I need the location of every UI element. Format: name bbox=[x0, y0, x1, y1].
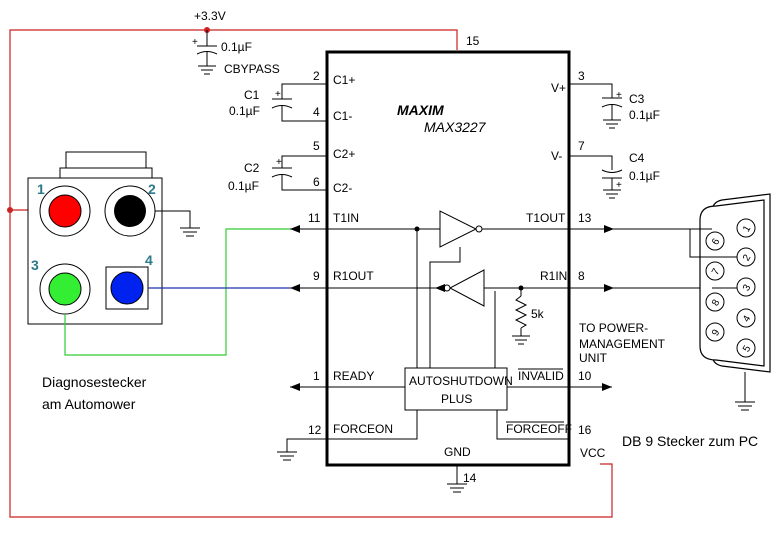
db9-pin-8: 8 bbox=[710, 297, 723, 308]
capacitor-c3: + bbox=[569, 83, 623, 129]
pin-number-14: 14 bbox=[463, 471, 477, 485]
chip-gnd-label: GND bbox=[444, 445, 471, 459]
pin-number-2: 2 bbox=[313, 69, 320, 83]
svg-text:+: + bbox=[616, 180, 622, 191]
pin-c1p-label: C1+ bbox=[333, 73, 355, 87]
c1-name: C1 bbox=[244, 88, 260, 102]
db9-pin-1: 1 bbox=[741, 223, 754, 234]
pin-number-8: 8 bbox=[578, 269, 585, 283]
capacitor-c1: + bbox=[271, 83, 327, 122]
pin-number-7: 7 bbox=[578, 139, 585, 153]
pin-c2m-label: C2- bbox=[333, 181, 352, 195]
bypass-cap-value: 0.1µF bbox=[221, 40, 252, 54]
chip-part-number: MAX3227 bbox=[424, 119, 487, 135]
power-mgmt-line2: MANAGEMENT bbox=[579, 337, 666, 351]
pin-number-6: 6 bbox=[313, 175, 320, 189]
db9-pin-2: 2 bbox=[741, 252, 754, 263]
pin-number-10: 10 bbox=[578, 369, 592, 383]
capacitor-c2: + bbox=[271, 155, 327, 191]
power-mgmt-line1: TO POWER- bbox=[579, 321, 648, 335]
pin-vminus-label: V- bbox=[551, 149, 562, 163]
pin-forceon-label: FORCEON bbox=[333, 422, 393, 436]
c4-name: C4 bbox=[629, 151, 645, 165]
supply-voltage-label: +3.3V bbox=[194, 9, 226, 23]
bypass-capacitor: + bbox=[192, 30, 218, 75]
db9-pin-4: 4 bbox=[741, 313, 754, 324]
pin-number-3: 3 bbox=[578, 69, 585, 83]
autoshutdown-block bbox=[404, 367, 508, 411]
r1-receiver-buffer bbox=[290, 269, 712, 307]
autoshutdown-line1: AUTOSHUTDOWN bbox=[409, 374, 513, 388]
pin-r1in-label: R1IN bbox=[540, 269, 567, 283]
pin-number-13: 13 bbox=[578, 211, 592, 225]
pin-invalid-label: INVALID bbox=[518, 369, 564, 383]
db9-pin-5: 5 bbox=[741, 343, 754, 354]
diag-pin-4-label: 4 bbox=[145, 252, 153, 268]
db9-pin-6: 6 bbox=[710, 236, 723, 247]
svg-text:+: + bbox=[276, 157, 282, 168]
pin-r1out-label: R1OUT bbox=[333, 269, 374, 283]
diag-pin-2-label: 2 bbox=[148, 181, 156, 197]
maxim-logo: MAXIM bbox=[397, 102, 444, 118]
db9-connector bbox=[689, 193, 771, 411]
pin-forceoff-label: FORCEOFF bbox=[506, 422, 572, 436]
diag-ground bbox=[155, 210, 200, 237]
forceoff-line bbox=[496, 410, 569, 440]
diag-pin-1-label: 1 bbox=[37, 181, 45, 197]
resistor-5k bbox=[512, 288, 530, 345]
capacitor-c4: + bbox=[569, 155, 623, 199]
pin-c2p-label: C2+ bbox=[333, 147, 355, 161]
pin-vcc-bottom-label: VCC bbox=[580, 446, 606, 460]
c3-name: C3 bbox=[629, 92, 645, 106]
c1-value: 0.1µF bbox=[229, 104, 260, 118]
pin-number-9: 9 bbox=[313, 269, 320, 283]
pin-ready-label: READY bbox=[333, 369, 374, 383]
resistor-value: 5k bbox=[531, 307, 545, 321]
pin-number-5: 5 bbox=[313, 139, 320, 153]
pin-number-4: 4 bbox=[313, 105, 320, 119]
buffer-enable-line-1 bbox=[429, 247, 461, 368]
c2-name: C2 bbox=[244, 161, 260, 175]
autoshutdown-line2: PLUS bbox=[441, 392, 472, 406]
pin-number-12: 12 bbox=[308, 423, 322, 437]
pin-number-16: 16 bbox=[578, 423, 592, 437]
pin-number-11: 11 bbox=[308, 211, 321, 225]
c4-value: 0.1µF bbox=[629, 169, 660, 183]
green-tx-wire bbox=[64, 228, 290, 356]
red-supply-wire bbox=[7, 27, 613, 518]
t1-driver-buffer bbox=[290, 210, 712, 368]
diagnostic-connector bbox=[27, 151, 163, 325]
pin-c1m-label: C1- bbox=[333, 109, 352, 123]
pin-t1out-label: T1OUT bbox=[526, 211, 566, 225]
pin-number-15: 15 bbox=[466, 34, 480, 48]
ready-output bbox=[290, 383, 405, 391]
diag-label-line1: Diagnosestecker bbox=[42, 374, 147, 390]
db9-label: DB 9 Stecker zum PC bbox=[622, 433, 758, 449]
db9-pin-9: 9 bbox=[710, 327, 723, 338]
c2-value: 0.1µF bbox=[228, 179, 259, 193]
invalid-output bbox=[507, 383, 612, 391]
pin-t1in-label: T1IN bbox=[333, 211, 359, 225]
svg-text:+: + bbox=[192, 37, 198, 48]
bypass-cap-name: CBYPASS bbox=[224, 62, 280, 76]
svg-text:+: + bbox=[275, 89, 281, 100]
c3-value: 0.1µF bbox=[629, 108, 660, 122]
chip-ground bbox=[447, 465, 467, 493]
db9-pin-7: 7 bbox=[710, 266, 723, 277]
forceon-ground bbox=[277, 410, 418, 461]
db9-pin-3: 3 bbox=[741, 282, 754, 293]
diag-pin-3-label: 3 bbox=[31, 257, 39, 273]
diag-label-line2: am Automower bbox=[42, 396, 136, 412]
pin-vplus-label: V+ bbox=[551, 81, 566, 95]
pin-number-1: 1 bbox=[313, 369, 320, 383]
power-mgmt-line3: UNIT bbox=[579, 351, 608, 365]
svg-text:+: + bbox=[616, 90, 622, 101]
